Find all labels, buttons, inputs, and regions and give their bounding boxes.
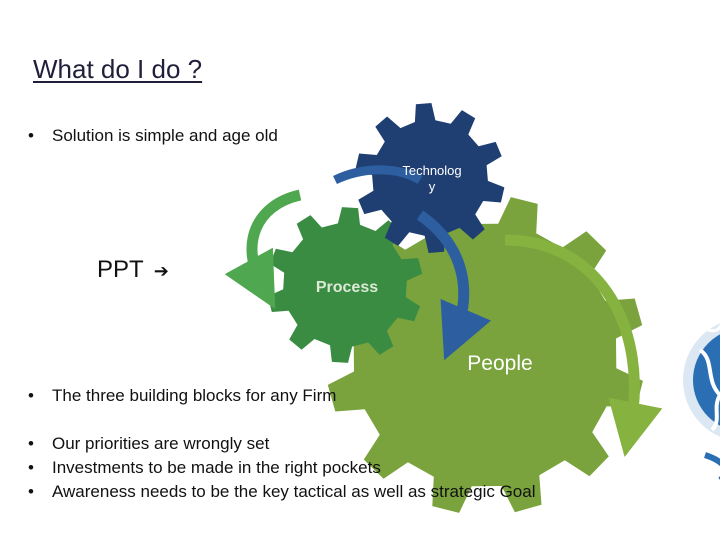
process-gear: [267, 207, 423, 363]
bullet-investments-text: Investments to be made in the right pock…: [52, 458, 381, 477]
ppt-arrow-icon: ➔: [153, 261, 169, 281]
technology-label-line2: y: [429, 179, 436, 194]
slide-title: What do I do ?: [33, 54, 203, 84]
bullet-building-blocks-text: The three building blocks for any Firm: [52, 386, 337, 405]
technology-gear: [355, 103, 505, 253]
bullet-dot: •: [28, 126, 34, 145]
cycle-arrow-green: [224, 189, 302, 310]
ppt-text: PPT: [97, 256, 144, 283]
bullet-solution: • Solution is simple and age old: [28, 124, 278, 148]
process-label: Process: [316, 279, 378, 296]
bullet-solution-text: Solution is simple and age old: [52, 126, 278, 145]
cycle-arrow-lightgreen: [504, 234, 663, 457]
bullet-priorities: • Our priorities are wrongly set: [28, 432, 269, 456]
bullet-dot: •: [28, 386, 34, 405]
bullet-investments: • Investments to be made in the right poc…: [28, 456, 381, 480]
bullet-dot: •: [28, 482, 34, 501]
bullet-dot: •: [28, 458, 34, 477]
technology-label-line1: Technolog: [402, 163, 461, 178]
bullet-awareness: • Awareness needs to be the key tactical …: [28, 480, 536, 504]
ppt-label: PPT ➔: [97, 256, 169, 284]
bullet-awareness-text: Awareness needs to be the key tactical a…: [52, 482, 536, 501]
bullet-priorities-text: Our priorities are wrongly set: [52, 434, 270, 453]
bullet-dot: •: [28, 434, 34, 453]
cycle-arrow-blue: [416, 210, 492, 361]
globe-decoration-icon: [683, 323, 720, 480]
bullet-building-blocks: • The three building blocks for any Firm: [28, 384, 336, 408]
people-label: People: [467, 352, 532, 375]
cycle-arrow-blue-tail: [333, 165, 423, 185]
